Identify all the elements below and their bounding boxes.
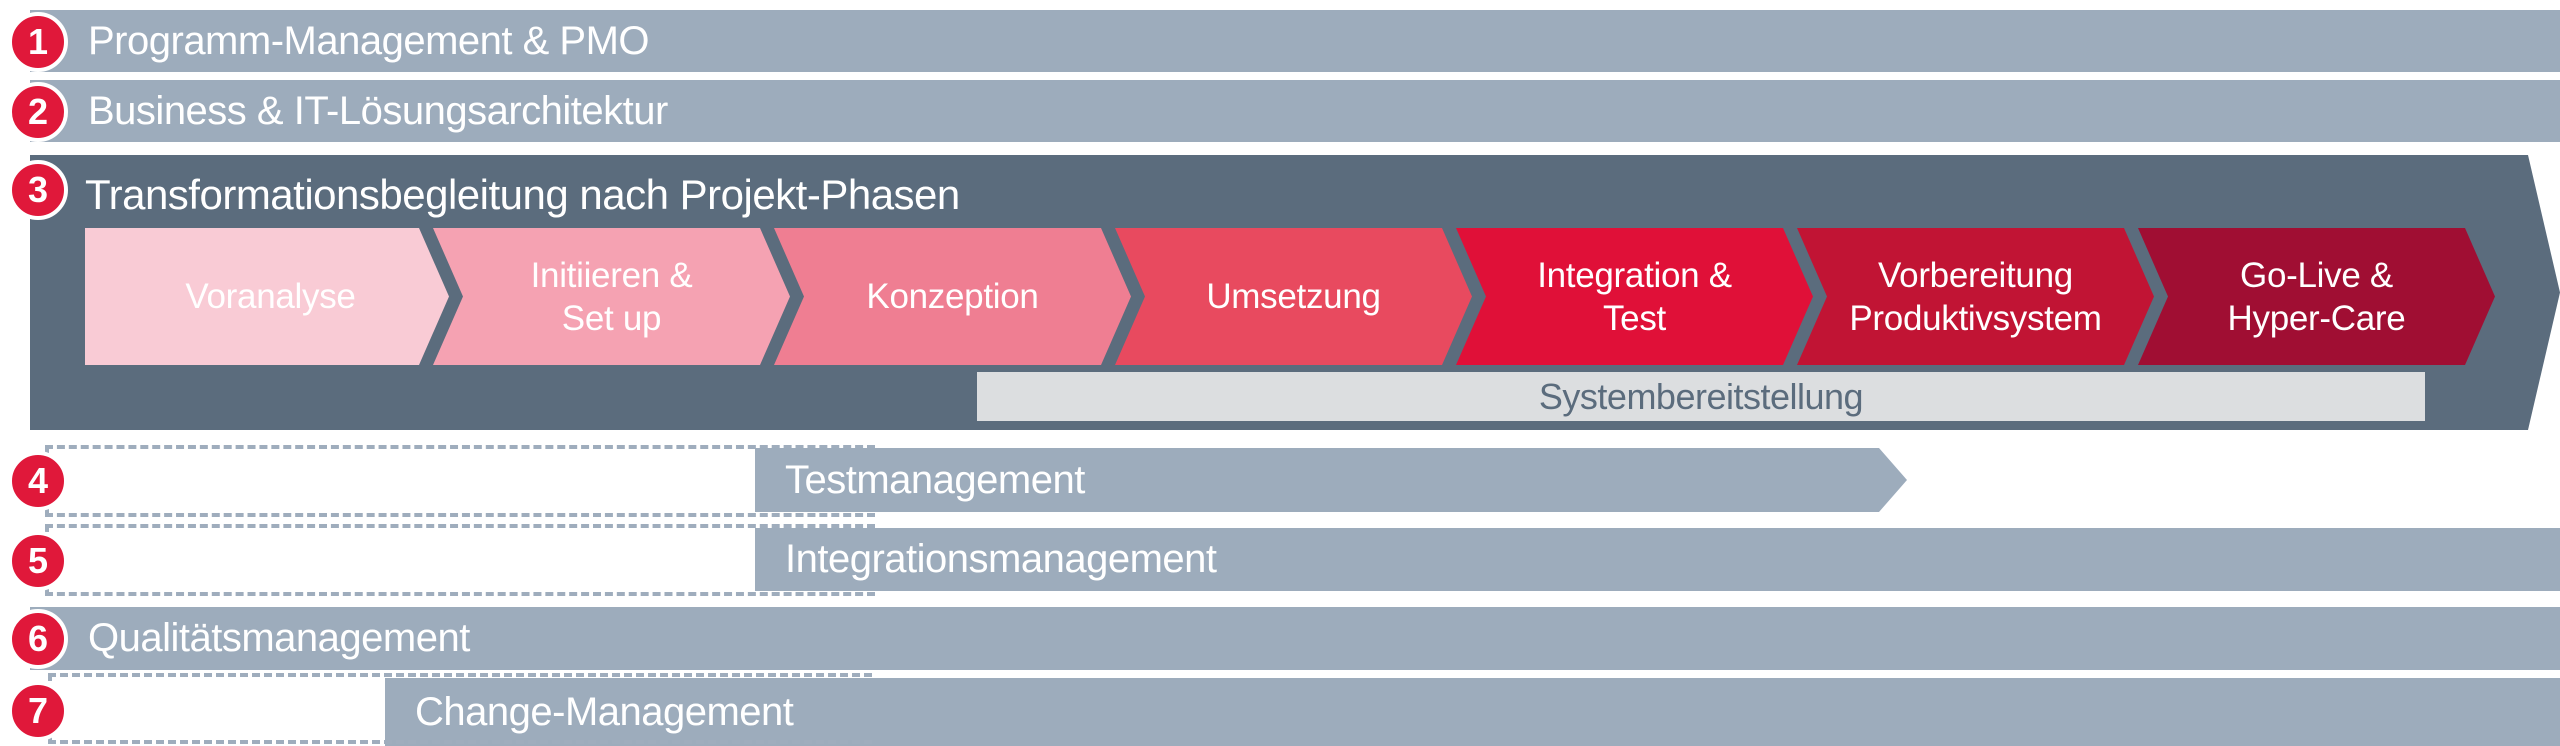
row-label-programm-management: Programm-Management & PMO [88, 18, 650, 63]
number-badge-7: 7 [8, 681, 68, 741]
phase-chevron-voranalyse: Voranalyse [85, 228, 456, 365]
row-bar-change-management: Change-Management [385, 678, 2560, 746]
systembereitstellung-label: Systembereitstellung [1538, 375, 1864, 417]
phase-chevron-vorbereitung: Vorbereitung Produktivsystem [1790, 228, 2161, 365]
row-label-qualitaetsmanagement: Qualitätsmanagement [88, 616, 470, 660]
dashed-zone-integrationsmanagement [45, 524, 875, 596]
number-badge-2: 2 [8, 82, 68, 142]
phase-chevron-go-live: Go-Live & Hyper-Care [2131, 228, 2502, 365]
row-label-business-it-architektur: Business & IT-Lösungsarchitektur [88, 88, 668, 133]
systembereitstellung-bar: Systembereitstellung [977, 372, 2425, 421]
phase-box-title: Transformationsbegleitung nach Projekt-P… [85, 171, 960, 218]
badge-7-number: 7 [27, 690, 49, 731]
number-badge-6: 6 [8, 609, 68, 669]
row-bar-qualitaetsmanagement: Qualitätsmanagement [30, 607, 2560, 670]
row-label-change-management: Change-Management [415, 689, 794, 734]
phase-chevron-konzeption: Konzeption [767, 228, 1138, 365]
phase-chevron-integration: Integration & Test [1449, 228, 1820, 365]
phase-box: Transformationsbegleitung nach Projekt-P… [30, 155, 2560, 430]
row-bar-testmanagement: Testmanagement [755, 448, 1907, 512]
dashed-zone-testmanagement [45, 445, 875, 517]
number-badge-1: 1 [8, 12, 68, 72]
phase-chevron-umsetzung: Umsetzung [1108, 228, 1479, 365]
number-badge-3: 3 [8, 160, 68, 220]
row-bar-integrationsmanagement: Integrationsmanagement [755, 528, 2560, 591]
badge-1-number: 1 [27, 21, 49, 62]
badge-2-number: 2 [27, 91, 49, 132]
row-bar-business-it-architektur: Business & IT-Lösungsarchitektur [30, 80, 2560, 142]
badge-4-number: 4 [27, 460, 49, 501]
phase-chevron-initiieren: Initiieren & Set up [426, 228, 797, 365]
row-label-testmanagement: Testmanagement [785, 457, 1085, 502]
badge-5-number: 5 [27, 540, 49, 581]
dashed-zone-change-management [48, 673, 872, 744]
number-badge-5: 5 [8, 531, 68, 591]
badge-6-number: 6 [27, 618, 49, 659]
number-badge-4: 4 [8, 451, 68, 511]
badge-3-number: 3 [27, 169, 49, 210]
row-label-integrationsmanagement: Integrationsmanagement [785, 537, 1217, 581]
row-bar-programm-management: Programm-Management & PMO [30, 10, 2560, 72]
